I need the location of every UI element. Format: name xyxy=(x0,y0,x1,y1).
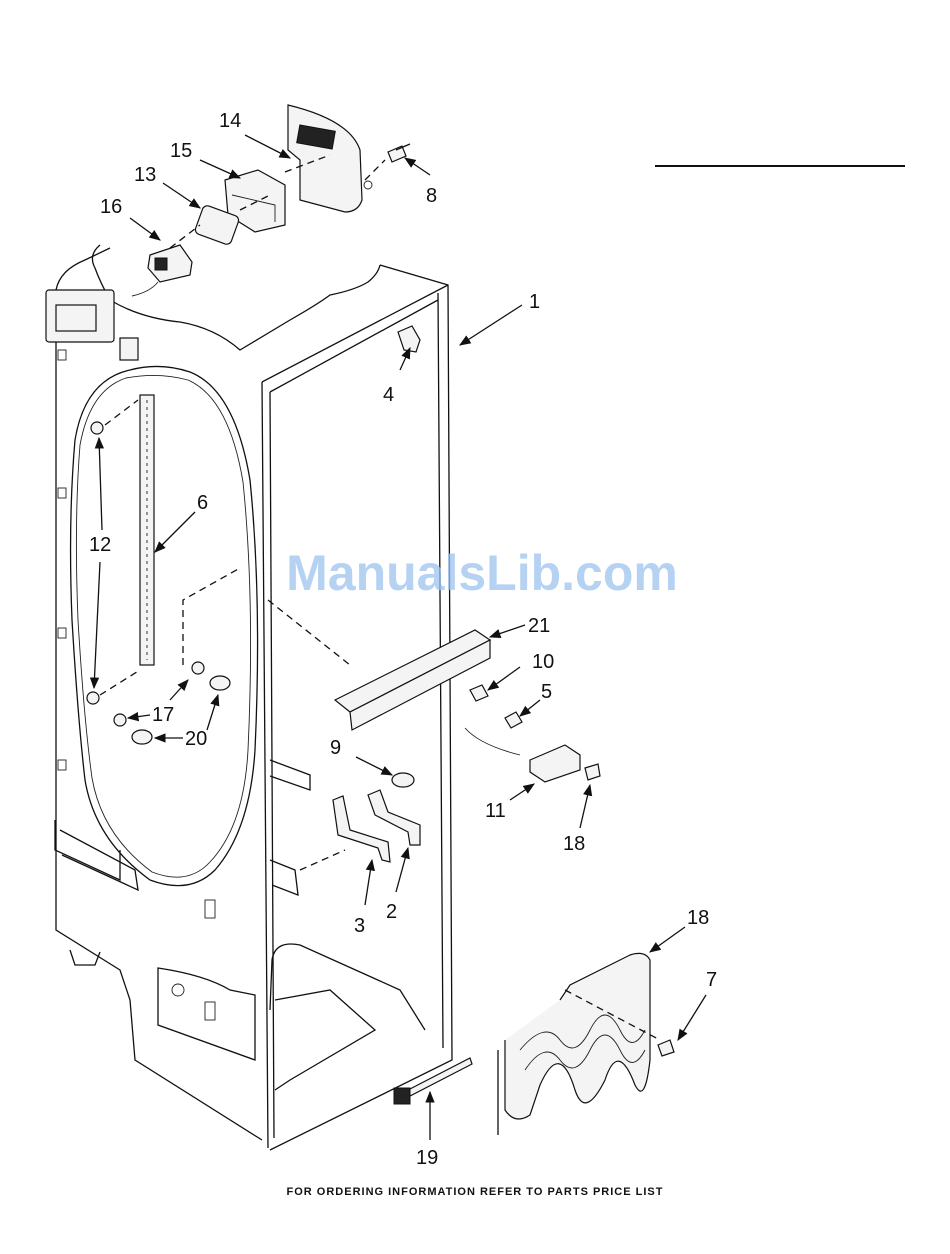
callout-6: 6 xyxy=(197,492,208,514)
callout-17: 17 xyxy=(152,704,174,726)
watermark: ManualsLib.com xyxy=(286,545,678,601)
footer-note: FOR ORDERING INFORMATION REFER TO PARTS … xyxy=(0,1186,950,1198)
callout-7: 7 xyxy=(706,969,717,991)
callout-18-lower: 18 xyxy=(687,907,709,929)
cable-tie xyxy=(394,1058,472,1104)
callout-15: 15 xyxy=(170,140,192,162)
callout-1: 1 xyxy=(529,291,540,313)
crisper-cover xyxy=(335,630,490,730)
control-housing xyxy=(288,105,372,212)
callout-5: 5 xyxy=(541,681,552,703)
switch-10 xyxy=(470,685,488,701)
clip-4 xyxy=(398,326,420,352)
evaporator xyxy=(498,953,674,1135)
callout-20: 20 xyxy=(185,728,207,750)
callout-21: 21 xyxy=(528,615,550,637)
screw-18 xyxy=(585,764,600,780)
callout-16: 16 xyxy=(100,196,122,218)
bracket-2 xyxy=(368,790,420,845)
lamp-assembly xyxy=(114,662,230,744)
callout-11: 11 xyxy=(485,800,506,822)
callout-14: 14 xyxy=(219,110,241,132)
control-box xyxy=(465,728,580,782)
light-socket xyxy=(132,245,192,296)
shelf-track xyxy=(140,395,154,665)
assembly-line xyxy=(268,600,350,665)
assembly-line xyxy=(100,670,140,695)
callout-8: 8 xyxy=(426,185,437,207)
callout-12: 12 xyxy=(89,534,111,556)
assembly-line xyxy=(105,400,138,425)
callout-18-upper: 18 xyxy=(563,833,585,855)
callout-9: 9 xyxy=(330,737,341,759)
assembly-line xyxy=(183,568,240,665)
callout-3: 3 xyxy=(354,915,365,937)
assembly-line xyxy=(365,160,385,180)
plug-9 xyxy=(392,773,414,787)
callout-4: 4 xyxy=(383,384,394,406)
sensor-5 xyxy=(505,712,522,728)
callout-2: 2 xyxy=(386,901,397,923)
callout-19: 19 xyxy=(416,1147,438,1169)
assembly-line xyxy=(300,850,345,870)
callout-13: 13 xyxy=(134,164,156,186)
callout-10: 10 xyxy=(532,651,554,673)
